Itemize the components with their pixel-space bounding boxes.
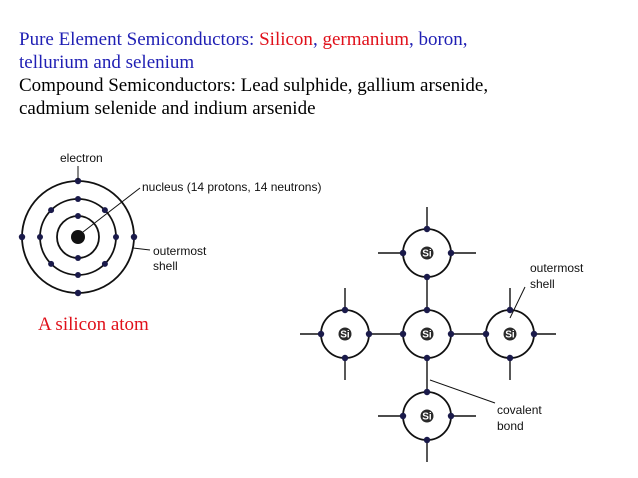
silicon-term: Silicon <box>259 29 313 50</box>
electron-dot <box>341 306 349 314</box>
lattice-outermost-label: outermost <box>530 261 584 275</box>
atom-core <box>420 409 434 423</box>
electron-dot <box>423 388 431 396</box>
electron-dot <box>75 196 81 202</box>
boron-term: boron, <box>418 29 468 50</box>
electron-dot <box>506 306 514 314</box>
electron-dot <box>101 260 108 267</box>
electron-dot <box>74 177 82 185</box>
comma: , <box>408 29 419 50</box>
electron-dot <box>399 249 407 257</box>
atom-core <box>503 327 517 341</box>
electron-dot <box>18 233 26 241</box>
silicon-atom-caption: A silicon atom <box>38 314 149 335</box>
electron-dot <box>113 234 119 240</box>
nucleus-leader <box>82 187 141 233</box>
atom-core <box>338 327 352 341</box>
compound-line: Compound Semiconductors: Lead sulphide, … <box>19 75 489 96</box>
atom-symbol: Si <box>422 249 432 260</box>
atom-symbol: Si <box>505 330 515 341</box>
nucleus <box>71 230 85 244</box>
electron-dot <box>399 330 407 338</box>
shell-leader <box>132 247 151 251</box>
covalent-label: covalent <box>497 403 542 417</box>
atom-core <box>420 246 434 260</box>
electron-dot <box>447 412 455 420</box>
electron-dot <box>482 330 490 338</box>
atom-symbol: Si <box>422 412 432 423</box>
silicon-atom-diagram: electron nucleus (14 protons, 14 neutron… <box>18 151 321 335</box>
electron-dot <box>447 249 455 257</box>
electron-dot <box>101 207 108 214</box>
electron-dot <box>423 225 431 233</box>
electron-dot <box>37 234 43 240</box>
electron-dot <box>423 306 431 314</box>
electron-dot <box>530 330 538 338</box>
electron-dot <box>75 255 81 261</box>
pure-element-heading: Pure Element Semiconductors: <box>19 29 260 50</box>
electron-dot <box>317 330 325 338</box>
electron-dot <box>423 273 431 281</box>
electron-dot <box>48 260 55 267</box>
electron-dot <box>365 330 373 338</box>
pure-element-line: Pure Element Semiconductors: Silicon, ge… <box>19 28 619 51</box>
outermost-shell-leader <box>509 286 526 319</box>
bond-label: bond <box>497 419 524 433</box>
electron-dot <box>74 289 82 297</box>
text-block: Pure Element Semiconductors: Silicon, ge… <box>19 28 619 120</box>
comma: , <box>312 29 323 50</box>
electron-dot <box>506 354 514 362</box>
electron-dot <box>130 233 138 241</box>
electron-dot <box>399 412 407 420</box>
atom-symbol: Si <box>422 330 432 341</box>
compound-line-2: cadmium selenide and indium arsenide <box>19 98 316 119</box>
electron-dot <box>75 213 81 219</box>
outermost-label: outermost <box>153 244 207 258</box>
nucleus-label: nucleus (14 protons, 14 neutrons) <box>142 180 321 194</box>
electron-dot <box>447 330 455 338</box>
electron-dot <box>423 354 431 362</box>
lattice-labels: outermost shell covalent bond <box>429 261 584 433</box>
covalent-bond-leader <box>429 379 496 404</box>
electron-label: electron <box>60 151 103 165</box>
electron-dot <box>341 354 349 362</box>
shell-label: shell <box>153 259 178 273</box>
lattice-shell-label: shell <box>530 277 555 291</box>
atom-symbol: Si <box>340 330 350 341</box>
electron-dot <box>48 207 55 214</box>
electron-dot <box>75 272 81 278</box>
germanium-term: germanium <box>322 29 409 50</box>
atom-core <box>420 327 434 341</box>
electron-dot <box>423 436 431 444</box>
pure-element-line-2: tellurium and selenium <box>19 52 195 73</box>
